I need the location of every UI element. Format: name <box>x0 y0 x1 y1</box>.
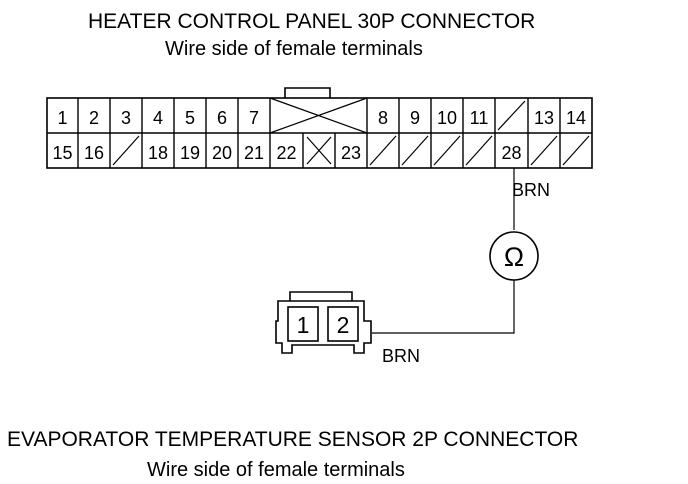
heater-pin-label: 9 <box>410 108 420 128</box>
wire-brn-lower <box>372 280 515 334</box>
heater-pin-label: 19 <box>180 143 200 163</box>
heater-pin-label: 8 <box>378 108 388 128</box>
heater-pin-label: 14 <box>566 108 586 128</box>
evaporator-connector-body <box>275 300 372 354</box>
evaporator-connector-latch <box>289 291 353 301</box>
evaporator-pin-2-cavity <box>327 306 359 342</box>
heater-pin-label: 18 <box>148 143 168 163</box>
wire-label-bottom: BRN <box>382 346 420 366</box>
heater-pin-label: 6 <box>217 108 227 128</box>
ohm-icon: Ω <box>504 242 524 272</box>
heater-pin-label: 3 <box>121 108 131 128</box>
heater-connector-latch <box>284 87 331 98</box>
heater-pin-label: 16 <box>84 143 104 163</box>
evaporator-pin-2-label: 2 <box>337 312 350 338</box>
heater-pin-label: 28 <box>501 143 521 163</box>
heater-pin-label: 22 <box>276 143 296 163</box>
evaporator-connector-subtitle: Wire side of female terminals <box>147 459 405 481</box>
heater-connector-subtitle: Wire side of female terminals <box>165 38 423 60</box>
evaporator-pin-1-cavity <box>287 306 319 342</box>
wire-label-top: BRN <box>512 180 550 200</box>
heater-pin-label: 23 <box>341 143 361 163</box>
evaporator-connector-title: EVAPORATOR TEMPERATURE SENSOR 2P CONNECT… <box>7 428 579 451</box>
evaporator-pin-1-label: 1 <box>297 312 310 338</box>
heater-pin-label: 15 <box>52 143 72 163</box>
heater-pin-label: 10 <box>437 108 457 128</box>
heater-pin-label: 20 <box>212 143 232 163</box>
heater-pin-label: 11 <box>470 108 489 128</box>
heater-pin-label: 7 <box>249 108 259 128</box>
heater-pin-label: 5 <box>185 108 195 128</box>
heater-pin-label: 21 <box>244 143 264 163</box>
heater-pin-label: 4 <box>153 108 163 128</box>
heater-pin-label: 2 <box>89 108 99 128</box>
heater-pin-label: 1 <box>57 108 67 128</box>
heater-connector-title: HEATER CONTROL PANEL 30P CONNECTOR <box>88 10 536 33</box>
heater-pin-label: 13 <box>534 108 554 128</box>
